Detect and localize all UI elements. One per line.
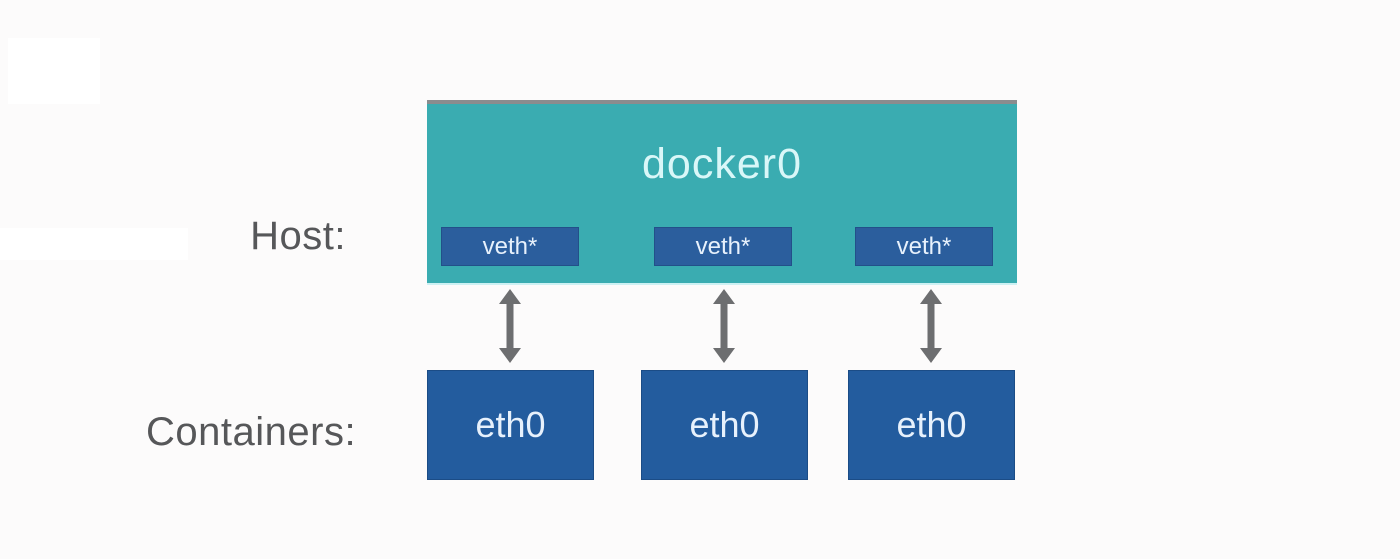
- eth0-container-box: eth0: [427, 370, 594, 480]
- veth-interface-box: veth*: [441, 227, 579, 266]
- eth0-container-box: eth0: [641, 370, 808, 480]
- background-artifact: [0, 228, 188, 260]
- veth-interface-box: veth*: [654, 227, 792, 266]
- host-row-label: Host:: [250, 214, 346, 258]
- containers-row-label: Containers:: [146, 410, 357, 454]
- bidirectional-arrow-icon: [498, 289, 522, 363]
- bidirectional-arrow-icon: [919, 289, 943, 363]
- bidirectional-arrow-icon: [712, 289, 736, 363]
- background-artifact: [8, 38, 100, 104]
- veth-interface-box: veth*: [855, 227, 993, 266]
- docker0-bridge-label: docker0: [642, 140, 802, 188]
- eth0-container-box: eth0: [848, 370, 1015, 480]
